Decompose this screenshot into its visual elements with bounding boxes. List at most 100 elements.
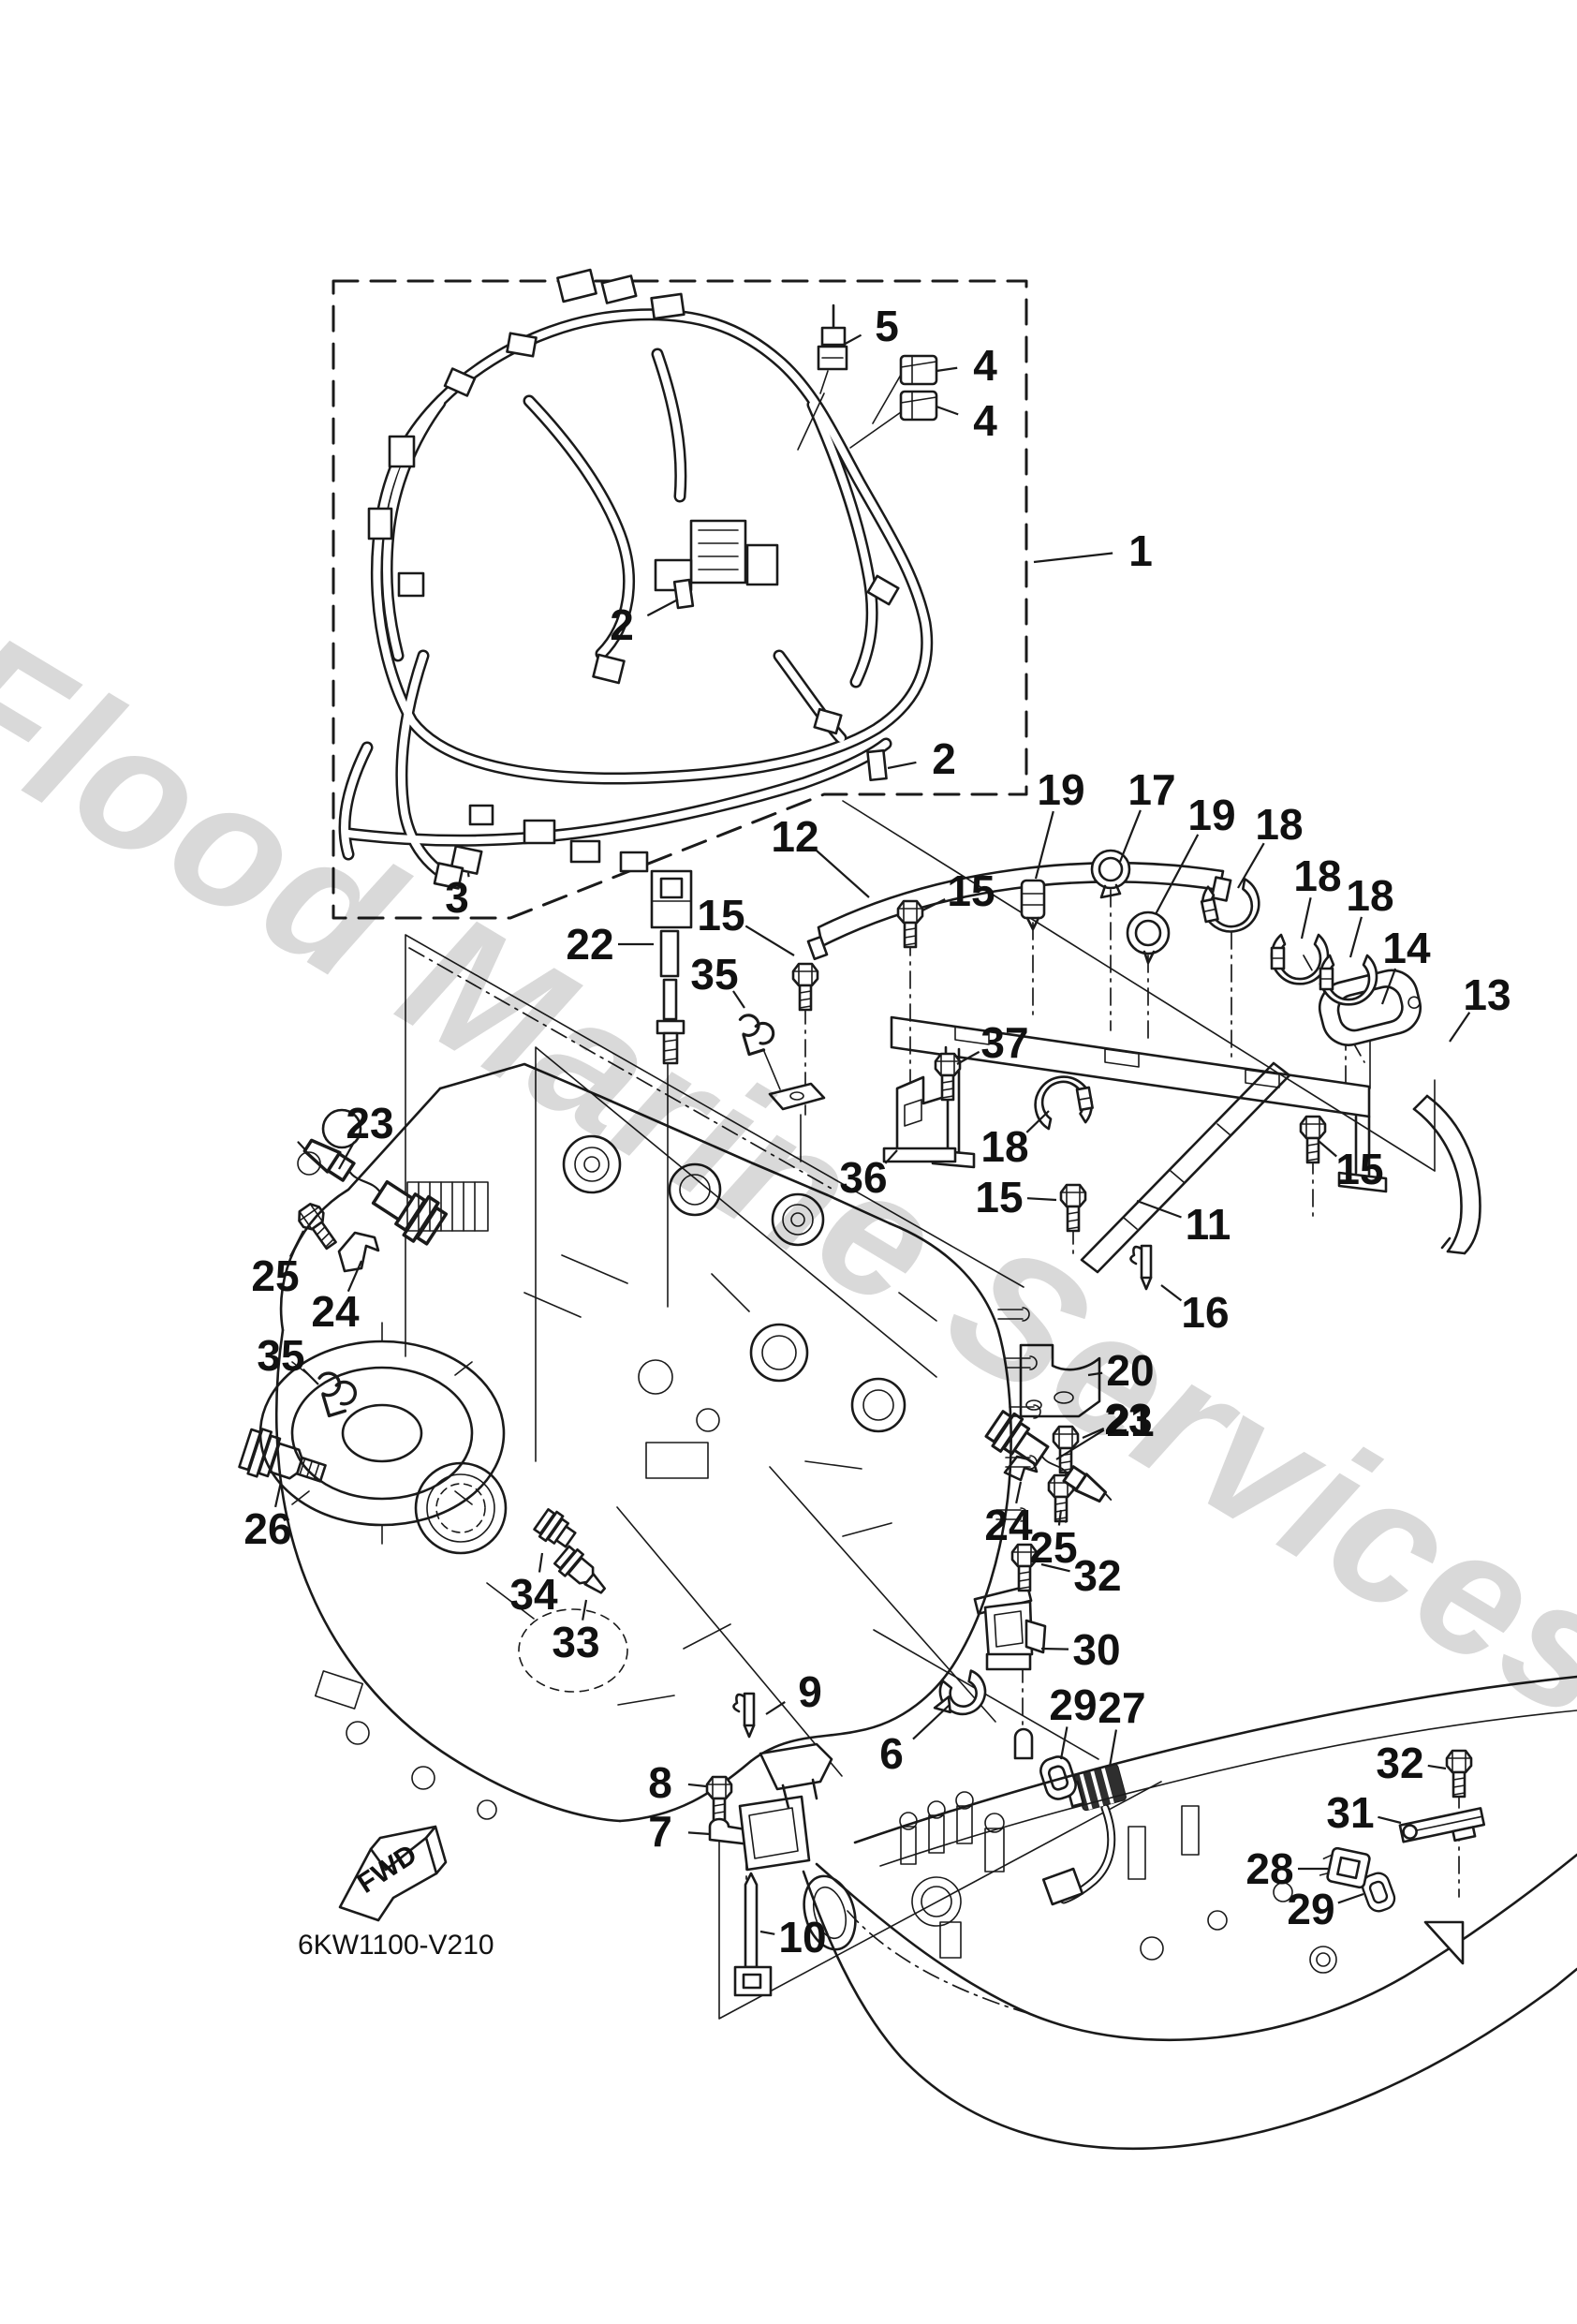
part-9-clip [732, 1692, 756, 1739]
callout-number-30: 30 [1072, 1625, 1120, 1674]
callout-leader-15 [1318, 1140, 1337, 1158]
part-15-bolt-c [1059, 1183, 1087, 1233]
bottom-pan-drawing [802, 1675, 1577, 2151]
callout-leader-3 [466, 872, 470, 878]
callout-number-14: 14 [1382, 924, 1431, 972]
part-33-sensor [553, 1545, 607, 1594]
callout-leader-29 [1337, 1892, 1364, 1904]
callout-number-32: 32 [1376, 1739, 1423, 1787]
callout-leader-8 [687, 1783, 707, 1788]
callout-leader-36 [884, 1149, 898, 1164]
callout-leader-12 [816, 850, 870, 898]
callout-number-35: 35 [257, 1331, 304, 1380]
callout-leader-31 [1378, 1815, 1402, 1825]
callout-leader-10 [759, 1930, 775, 1935]
callout-leader-4 [936, 366, 958, 373]
left-sensors [238, 869, 775, 1594]
callout-leader-25 [288, 1230, 304, 1258]
callout-leader-5 [839, 333, 862, 348]
bottom-small-parts [705, 1669, 987, 1997]
callout-number-25: 25 [1029, 1523, 1077, 1572]
wiring-harness-drawing [338, 268, 938, 890]
part-30-bracket [973, 1584, 1047, 1760]
callout-number-28: 28 [1245, 1844, 1293, 1893]
part-10-rod [733, 1872, 773, 1997]
part-18-clamp-a [1197, 876, 1266, 939]
callout-leader-7 [687, 1831, 711, 1836]
callout-number-2: 2 [610, 600, 634, 649]
callout-leader-6 [912, 1704, 951, 1740]
callout-leader-19 [1155, 834, 1200, 915]
callout-number-23: 23 [346, 1099, 393, 1147]
callout-number-5: 5 [875, 302, 899, 350]
starter-solenoid-cluster [899, 1791, 1337, 1974]
part-5-sensor [797, 303, 848, 451]
callout-number-29: 29 [1049, 1680, 1097, 1729]
callout-leader-1 [1033, 552, 1113, 564]
callout-number-16: 16 [1181, 1288, 1229, 1337]
callout-leader-2 [887, 761, 917, 770]
callout-leader-18 [1349, 916, 1363, 958]
callout-leader-20 [1087, 1371, 1103, 1377]
callout-number-9: 9 [798, 1667, 822, 1716]
part-15-bolt-d [1299, 1115, 1327, 1164]
callout-leader-23 [1055, 1428, 1105, 1460]
engine-block-drawing [258, 1062, 1041, 1823]
callout-number-15: 15 [1335, 1145, 1383, 1193]
callout-leader-4 [936, 405, 959, 416]
callout-number-24: 24 [984, 1501, 1033, 1549]
callout-leader-24 [346, 1260, 363, 1293]
part-8-bolt [705, 1775, 733, 1825]
callout-leader-25 [1057, 1509, 1063, 1526]
pan-hatch-mark [1423, 1920, 1465, 1965]
callout-number-29: 29 [1287, 1885, 1334, 1933]
part-24-bracket-left [337, 1231, 380, 1273]
callout-number-1: 1 [1128, 526, 1153, 575]
fwd-arrow: FWD [338, 1825, 448, 1922]
callout-number-7: 7 [648, 1807, 672, 1856]
callout-leader-32 [1040, 1562, 1070, 1573]
callout-number-33: 33 [552, 1618, 599, 1666]
callout-number-18: 18 [1293, 851, 1341, 900]
callout-leader-15 [921, 898, 946, 911]
callout-number-37: 37 [980, 1018, 1028, 1067]
callout-number-32: 32 [1073, 1551, 1121, 1600]
part-13-seal-strip [1412, 1094, 1481, 1255]
callout-leader-18 [1300, 897, 1312, 940]
callout-leader-17 [1118, 809, 1142, 863]
dashed-detail-box [332, 279, 1028, 920]
center-lines [408, 889, 1460, 1898]
callout-number-19: 19 [1037, 765, 1084, 814]
part-25-bolt-left [293, 1199, 343, 1254]
part-35-clip-left [317, 1371, 358, 1418]
callout-leader-21 [1082, 1427, 1105, 1440]
callout-number-27: 27 [1098, 1683, 1145, 1732]
callout-leader-26 [274, 1481, 283, 1508]
callout-leader-18 [1237, 842, 1265, 889]
callout-number-18: 18 [1346, 871, 1393, 920]
part-15-bolt-a [896, 899, 924, 949]
callout-leader-27 [1108, 1729, 1118, 1768]
callout-number-21: 21 [1106, 1397, 1154, 1445]
callout-number-15: 15 [697, 891, 744, 940]
part-3-connector [433, 845, 483, 890]
callout-leader-30 [1040, 1647, 1069, 1650]
callout-number-12: 12 [771, 812, 818, 861]
part-36-bracket [882, 1075, 957, 1163]
callout-leader-9 [765, 1700, 786, 1715]
part-28-grommet [1319, 1846, 1371, 1889]
callout-number-36: 36 [839, 1153, 887, 1202]
callout-number-25: 25 [251, 1251, 299, 1300]
callout-leader-11 [1136, 1199, 1182, 1219]
callout-leader-2 [646, 599, 679, 617]
callout-leader-34 [538, 1552, 544, 1573]
part-2-holder-a [672, 578, 695, 610]
part-22-sensor [650, 869, 693, 1065]
callout-leader-18 [1025, 1110, 1050, 1133]
part-26-sensor [238, 1428, 327, 1483]
callout-leader-32 [1427, 1764, 1447, 1770]
callout-number-11: 11 [1186, 1200, 1231, 1249]
callout-number-17: 17 [1127, 765, 1175, 814]
